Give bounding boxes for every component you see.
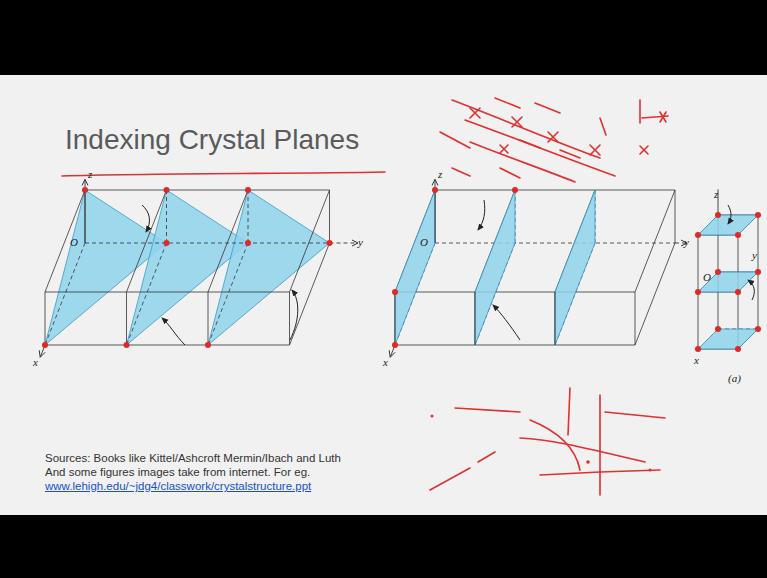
axis-arrow xyxy=(352,240,358,246)
cell-edge xyxy=(330,243,359,244)
cell-edge xyxy=(127,190,167,292)
lattice-point xyxy=(695,346,701,352)
cell-edge xyxy=(289,292,290,345)
lattice-point xyxy=(735,232,741,238)
origin-label: O xyxy=(70,236,78,248)
crystal-plane xyxy=(208,190,330,345)
lattice-point xyxy=(392,342,398,348)
pointer-arrow xyxy=(493,305,520,340)
lattice-point xyxy=(164,187,170,193)
cell-edge xyxy=(85,190,330,191)
cell-edge xyxy=(45,292,290,293)
lattice-point xyxy=(695,232,701,238)
cell-edge xyxy=(635,292,636,345)
axis-label: x xyxy=(694,354,699,366)
slide-title: Indexing Crystal Planes xyxy=(65,124,359,156)
axis-label: y xyxy=(752,249,757,261)
pointer-arrow xyxy=(290,290,298,340)
lattice-point xyxy=(755,326,761,332)
lattice-point xyxy=(715,326,721,332)
lattice-point xyxy=(392,289,398,295)
lattice-point xyxy=(82,187,88,193)
cell-edge xyxy=(635,190,675,292)
cell-edge xyxy=(395,345,635,346)
lattice-point xyxy=(432,187,438,193)
cell-edge xyxy=(290,243,330,345)
cell-edge xyxy=(475,292,476,345)
lattice-point xyxy=(735,346,741,352)
cell-edge xyxy=(635,243,675,345)
cell-edge xyxy=(475,292,476,345)
origin-label: O xyxy=(703,271,711,283)
cell-edge xyxy=(675,190,676,243)
lattice-point xyxy=(715,212,721,218)
cell-edge xyxy=(395,292,396,345)
figure-label: (a) xyxy=(728,372,741,384)
lattice-point xyxy=(205,342,211,348)
cell-edge xyxy=(248,190,249,243)
cell-edge xyxy=(208,190,248,292)
cell-edge xyxy=(127,243,167,345)
origin-label: O xyxy=(420,236,428,248)
cell-edge xyxy=(395,292,396,345)
cell-edge xyxy=(85,243,330,244)
source-link: www.lehigh.edu/~jdg4/classwork/crystalst… xyxy=(45,480,311,492)
lattice-point xyxy=(695,289,701,295)
source-note: And some figures images take from intern… xyxy=(45,466,310,478)
cell-edge xyxy=(126,292,127,345)
crystal-plane xyxy=(698,272,758,292)
axis-arrow xyxy=(39,350,45,357)
pointer-arrow xyxy=(142,205,149,232)
crystal-plane xyxy=(555,190,595,345)
cell-edge xyxy=(555,292,556,345)
axis-label: z xyxy=(438,168,442,180)
crystal-plane xyxy=(698,329,758,349)
cell-edge xyxy=(435,243,675,244)
lattice-point xyxy=(715,269,721,275)
cell-edge xyxy=(45,345,290,346)
lattice-point xyxy=(755,212,761,218)
axis-label: x xyxy=(33,356,38,368)
cell-edge xyxy=(555,292,556,345)
axis-arrow xyxy=(389,350,395,357)
pointer-arrow xyxy=(478,200,485,230)
lattice-point xyxy=(164,240,170,246)
crystal-plane xyxy=(475,190,515,345)
cell-edge xyxy=(45,190,85,292)
axis-label: z xyxy=(88,168,92,180)
cell-edge xyxy=(45,243,85,345)
cell-edge xyxy=(395,292,635,293)
cell-edge xyxy=(166,190,167,243)
axis-arrow xyxy=(82,179,88,185)
axis-label: z xyxy=(714,188,718,200)
pointer-arrow xyxy=(728,205,731,224)
lattice-point xyxy=(124,342,130,348)
crystal-plane xyxy=(698,215,758,235)
pointer-arrow xyxy=(162,318,185,345)
crystal-plane xyxy=(395,190,435,345)
lattice-point xyxy=(245,187,251,193)
lattice-point xyxy=(245,240,251,246)
cell-edge xyxy=(45,292,46,345)
axis-arrow xyxy=(432,179,438,185)
cell-edge xyxy=(290,190,330,292)
cell-edge xyxy=(329,190,330,243)
lattice-point xyxy=(42,342,48,348)
lattice-point xyxy=(512,187,518,193)
cell-edge xyxy=(435,190,675,191)
lattice-point xyxy=(735,289,741,295)
lattice-point xyxy=(755,269,761,275)
lattice-point xyxy=(327,240,333,246)
axis-label: y xyxy=(358,236,363,248)
cell-edge xyxy=(208,243,248,345)
source-note: Sources: Books like Kittel/Ashcroft Merm… xyxy=(45,452,341,464)
cell-edge xyxy=(208,292,209,345)
axis-label: y xyxy=(684,236,689,248)
axis-label: x xyxy=(383,356,388,368)
pointer-arrow xyxy=(748,280,754,300)
handwritten-annotation xyxy=(62,98,668,495)
